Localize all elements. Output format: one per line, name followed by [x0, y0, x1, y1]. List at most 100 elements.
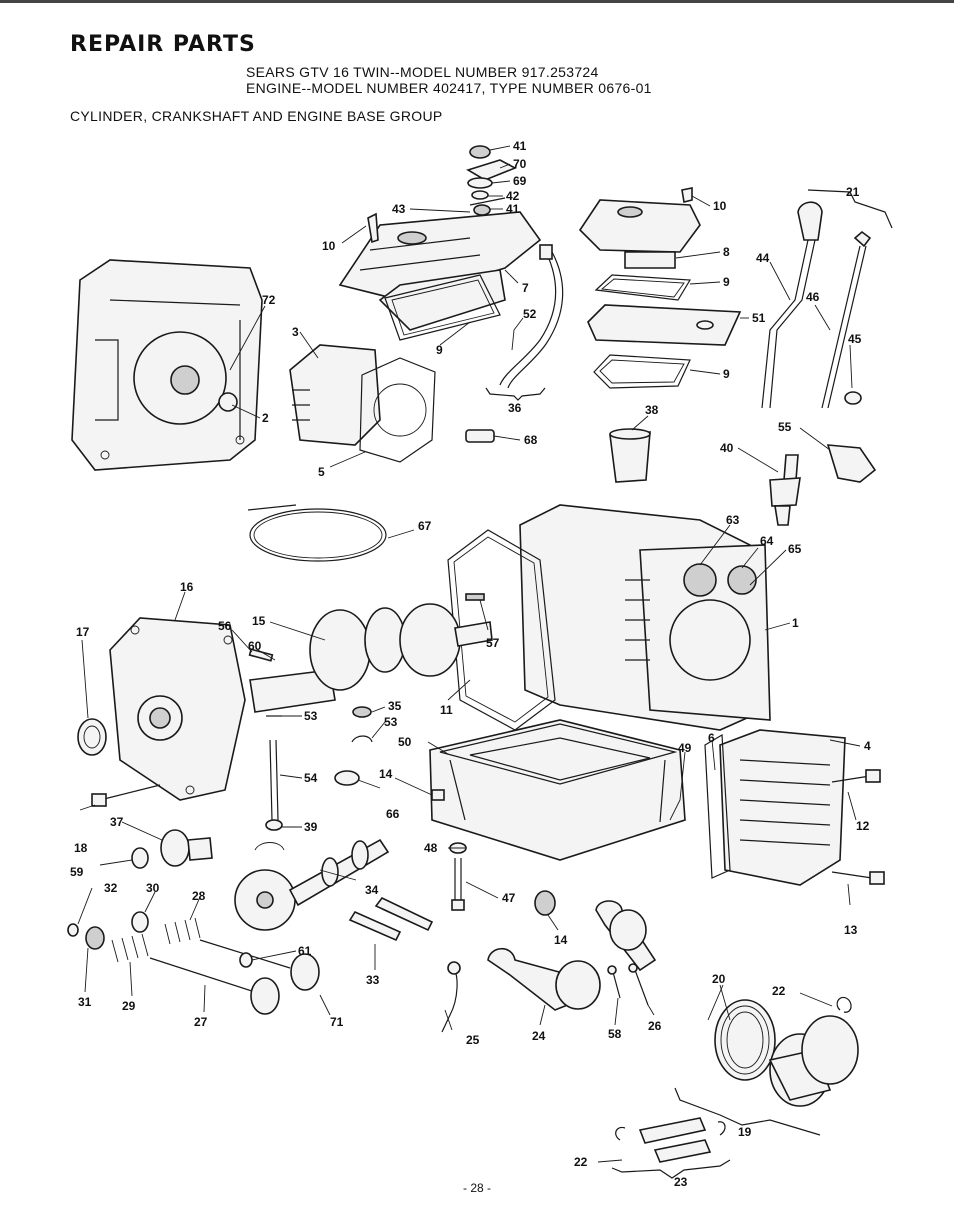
- callout-64: 64: [760, 534, 774, 548]
- engine-base: [429, 719, 686, 861]
- crankcase-cover: [109, 617, 246, 801]
- valve-keeper-32: [67, 923, 79, 937]
- callout-9a: 9: [723, 275, 730, 289]
- callout-20: 20: [712, 972, 726, 986]
- callout-67: 67: [418, 519, 432, 533]
- head-bolt-13: [831, 871, 885, 885]
- callout-1: 1: [792, 616, 799, 630]
- page-number: - 28 -: [462, 1181, 491, 1195]
- callout-60: 60: [248, 639, 262, 653]
- callout-10b: 10: [713, 199, 727, 213]
- callout-41a: 41: [513, 139, 527, 153]
- callout-40: 40: [720, 441, 734, 455]
- crankcase-rear-view: [71, 259, 263, 471]
- callout-23: 23: [674, 1175, 688, 1189]
- cylinder-side-cover: [289, 344, 381, 446]
- piston-rear: [801, 1015, 859, 1085]
- nut-14-upper: [431, 789, 445, 801]
- callout-21: 21: [846, 185, 860, 199]
- breather-cover-left: [338, 211, 542, 331]
- callout-49: 49: [678, 741, 692, 755]
- cylinder-head: [719, 729, 846, 886]
- callout-44: 44: [756, 251, 770, 265]
- callout-14b: 14: [554, 933, 568, 947]
- callout-46: 46: [806, 290, 820, 304]
- valve-retainer-30: [131, 911, 149, 933]
- callout-27: 27: [194, 1015, 208, 1029]
- callout-59: 59: [70, 865, 84, 879]
- head-gasket-6: [704, 733, 731, 879]
- callout-3: 3: [292, 325, 299, 339]
- rod-bolt-58: [607, 965, 621, 999]
- callout-19: 19: [738, 1125, 752, 1139]
- nut-14-lower: [534, 890, 556, 916]
- bracket-19: [674, 1087, 821, 1136]
- callout-13: 13: [844, 923, 858, 937]
- washer-66: [334, 770, 360, 786]
- crankshaft: [249, 603, 493, 713]
- callout-22a: 22: [772, 984, 786, 998]
- callout-5: 5: [318, 465, 325, 479]
- callout-58: 58: [608, 1027, 622, 1041]
- camshaft: [234, 838, 390, 931]
- base-gasket: [439, 723, 678, 785]
- callout-24: 24: [532, 1029, 546, 1043]
- callout-16: 16: [180, 580, 194, 594]
- bracket-36: [485, 387, 546, 401]
- washer-59: [131, 847, 149, 869]
- callout-68: 68: [524, 433, 538, 447]
- callout-53b: 53: [384, 715, 398, 729]
- bracket-23: [611, 1159, 731, 1179]
- governor-gear: [160, 829, 213, 867]
- callout-15: 15: [252, 614, 266, 628]
- connecting-rod-rear: [595, 900, 657, 972]
- bolt-47: [451, 858, 465, 911]
- callout-7: 7: [522, 281, 529, 295]
- circlip-22-top: [836, 996, 852, 1013]
- dipstick-assembly: [761, 201, 872, 409]
- governor-spring-ring: [247, 504, 387, 562]
- callout-71: 71: [330, 1015, 344, 1029]
- rod-bolt-26: [628, 963, 649, 1006]
- head-bolt-12: [831, 769, 881, 783]
- breather-gasket-left: [384, 274, 501, 341]
- callout-43: 43: [392, 202, 406, 216]
- group-title: CYLINDER, CRANKSHAFT AND ENGINE BASE GRO…: [70, 108, 443, 124]
- callout-54: 54: [304, 771, 318, 785]
- callout-36: 36: [508, 401, 522, 415]
- tappets: [348, 896, 434, 942]
- callout-63: 63: [726, 513, 740, 527]
- callout-56: 56: [218, 619, 232, 633]
- screw-10-left: [367, 212, 379, 244]
- callout-57: 57: [486, 636, 500, 650]
- screw-18: [91, 784, 161, 807]
- callout-2: 2: [262, 411, 269, 425]
- callout-4: 4: [864, 739, 871, 753]
- gasket-9-lower: [593, 354, 691, 389]
- callout-32: 32: [104, 881, 118, 895]
- callout-22b: 22: [574, 1155, 588, 1169]
- callout-70: 70: [513, 157, 527, 171]
- callout-42: 42: [506, 189, 520, 203]
- callout-72: 72: [262, 293, 276, 307]
- callout-30: 30: [146, 881, 160, 895]
- crankcase-gasket: [447, 529, 556, 731]
- breather-top-parts: [466, 145, 517, 216]
- page-title: REPAIR PARTS: [70, 32, 256, 57]
- cylinder-block: [519, 504, 771, 731]
- callout-35: 35: [388, 699, 402, 713]
- callout-31: 31: [78, 995, 92, 1009]
- callout-12: 12: [856, 819, 870, 833]
- callout-labels: 41 70 69 42 43 41 10 10 21 8 9 9 9 7 72 …: [70, 139, 871, 1189]
- callout-9b: 9: [436, 343, 443, 357]
- breather-cover-right: [578, 199, 701, 269]
- key-57: [465, 593, 485, 601]
- oil-seal-17: [77, 718, 107, 756]
- filter-sleeve-38: [609, 428, 651, 483]
- breather-tube: [499, 244, 564, 389]
- callout-39: 39: [304, 820, 318, 834]
- callout-6: 6: [708, 731, 715, 745]
- model-number-line: SEARS GTV 16 TWIN--MODEL NUMBER 917.2537…: [246, 64, 599, 80]
